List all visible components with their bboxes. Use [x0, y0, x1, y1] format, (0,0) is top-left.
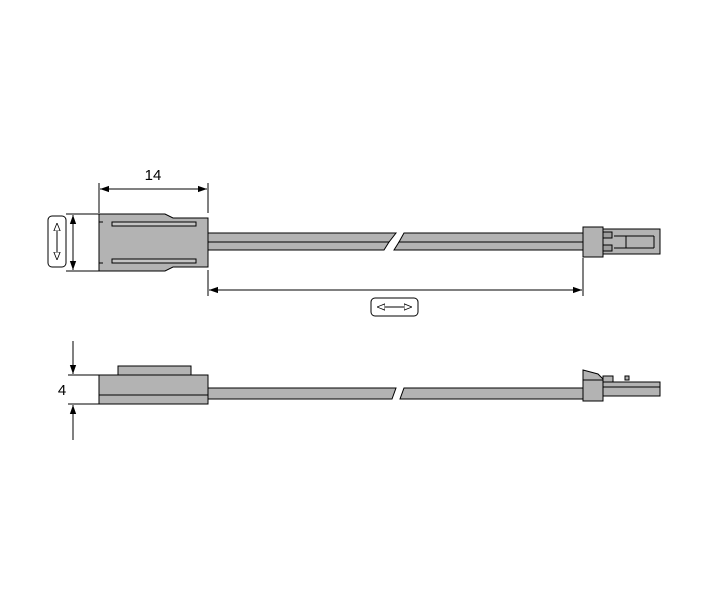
- side-view: 4: [58, 341, 661, 440]
- connector-housing-side: [98, 365, 209, 405]
- connector-housing-top: [98, 213, 209, 272]
- double-arrow-vertical-icon: [47, 215, 67, 268]
- thickness-dimension-label: 4: [58, 382, 66, 399]
- plug-end-side: [582, 369, 661, 402]
- double-arrow-horizontal-icon: [370, 297, 419, 317]
- length-dimension: [207, 258, 584, 317]
- thickness-dimension: 4: [58, 341, 100, 440]
- width-dimension-label: 14: [145, 167, 162, 184]
- top-view: 14: [47, 167, 661, 317]
- cable-top: [207, 232, 584, 251]
- cable-side: [207, 387, 584, 400]
- height-dimension: [47, 213, 100, 272]
- width-dimension: 14: [98, 167, 209, 213]
- plug-end-top: [582, 226, 661, 258]
